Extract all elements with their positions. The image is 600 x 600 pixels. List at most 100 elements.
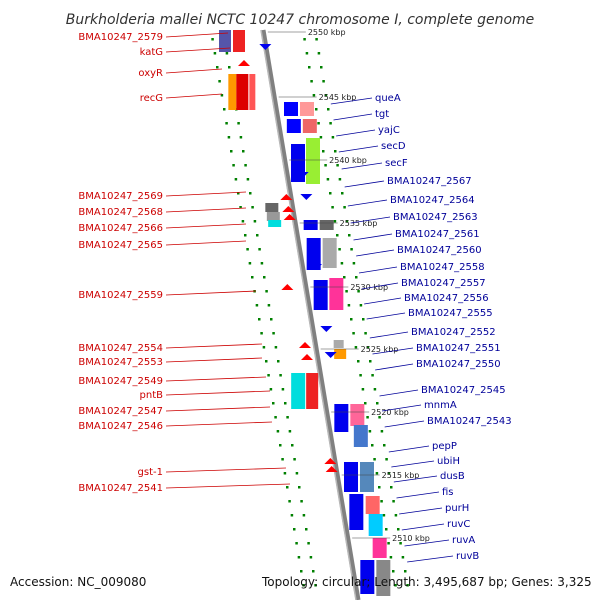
tick-mark (380, 500, 383, 503)
tick-mark (284, 402, 287, 405)
tick-mark (281, 388, 285, 391)
right-gene-label: BMA10247_2558 (400, 262, 485, 273)
gene-feature (291, 373, 306, 409)
tick-mark (341, 192, 344, 195)
gene-feature (313, 280, 328, 310)
tick-mark (336, 164, 339, 167)
tick-mark (305, 528, 308, 531)
tick-mark (237, 122, 240, 125)
tick-mark (297, 556, 301, 559)
tick-mark (371, 374, 374, 377)
tick-mark (394, 514, 398, 517)
tick-mark (267, 304, 271, 307)
tick-mark (308, 66, 311, 69)
strand-arrow (300, 194, 313, 200)
tick-mark (329, 192, 332, 195)
chromosome-backbone (260, 29, 361, 600)
tick-mark (241, 220, 245, 223)
gene-feature (368, 514, 383, 536)
gene-feature (266, 212, 280, 221)
label-connector (393, 475, 438, 483)
tick-mark (279, 374, 282, 377)
label-connector (399, 507, 443, 515)
tick-mark (288, 500, 291, 503)
tick-mark (399, 542, 402, 545)
tick-mark (242, 150, 245, 153)
tick-mark (274, 416, 277, 419)
gene-feature (228, 74, 237, 110)
tick-mark (260, 332, 263, 335)
tick-mark (315, 108, 318, 111)
label-connector (165, 191, 247, 197)
tick-mark (218, 80, 221, 83)
tick-mark (373, 388, 377, 391)
tick-mark (383, 444, 386, 447)
tick-mark (380, 430, 384, 433)
label-connector (407, 555, 454, 563)
backbone-line (260, 29, 361, 600)
label-connector (358, 266, 398, 274)
gene-feature (236, 74, 249, 110)
strand-arrow (280, 194, 293, 200)
tick-mark (331, 206, 334, 209)
tick-mark (227, 136, 231, 139)
tick-mark (267, 374, 270, 377)
gene-feature (286, 119, 301, 133)
tick-mark (404, 570, 407, 573)
gene-feature (268, 220, 282, 227)
tick-mark (312, 94, 316, 97)
tick-mark (338, 178, 342, 181)
gene-feature (302, 119, 317, 133)
right-gene-label: ruvA (452, 535, 475, 546)
gene-feature (284, 102, 298, 116)
tick-mark (279, 444, 282, 447)
right-gene-label: BMA10247_2552 (411, 327, 496, 338)
tick-mark (237, 192, 240, 195)
tick-mark (286, 416, 289, 419)
label-connector (165, 406, 271, 412)
tick-mark (319, 136, 323, 139)
label-connector (165, 421, 273, 427)
left-gene-label: BMA10247_2549 (78, 376, 163, 387)
tick-mark (354, 346, 358, 349)
tick-mark (260, 262, 264, 265)
gene-feature (303, 220, 318, 230)
tick-mark (385, 458, 388, 461)
label-connector (350, 216, 391, 224)
tick-mark (364, 332, 367, 335)
tick-mark (253, 220, 257, 223)
label-connector (366, 312, 406, 320)
right-gene-label: purH (445, 503, 469, 514)
tick-mark (343, 206, 346, 209)
left-gene-label: BMA10247_2554 (78, 343, 163, 354)
tick-mark (366, 416, 369, 419)
gene-feature (360, 462, 374, 492)
gene-feature (349, 494, 364, 530)
accession-text: Accession: NC_009080 (10, 575, 146, 589)
tick-mark (270, 318, 273, 321)
tick-mark (401, 556, 405, 559)
label-connector (165, 357, 263, 363)
tick-mark (359, 304, 363, 307)
strand-arrow (281, 284, 294, 290)
tick-mark (355, 276, 358, 279)
tick-mark (255, 304, 259, 307)
gene-feature (233, 30, 245, 52)
right-gene-label: mnmA (424, 400, 457, 411)
tick-mark (382, 514, 386, 517)
right-gene-label: queA (375, 93, 401, 104)
gene-feature (319, 220, 334, 230)
label-connector (165, 343, 263, 349)
label-connector (165, 467, 287, 473)
right-gene-label: ubiH (437, 456, 460, 467)
strand-arrow (324, 352, 337, 358)
strand-arrow (310, 264, 322, 270)
tick-mark (302, 514, 306, 517)
backbone-highlight (260, 29, 357, 600)
tick-mark (288, 430, 292, 433)
tick-mark (230, 150, 233, 153)
right-gene-label: BMA10247_2563 (393, 212, 478, 223)
tick-mark (322, 150, 325, 153)
right-gene-label: fis (442, 487, 454, 498)
tick-mark (272, 332, 275, 335)
